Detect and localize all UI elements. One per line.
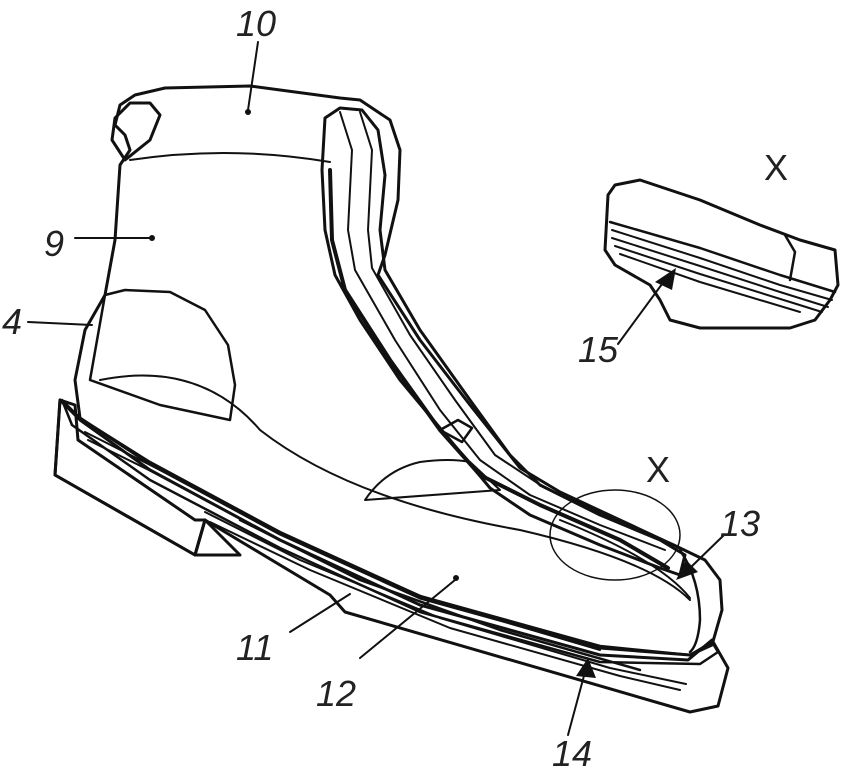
ref-11: 11 — [236, 627, 273, 668]
ref-15: 15 — [578, 329, 619, 370]
leader-lines — [27, 41, 725, 736]
ref-10: 10 — [236, 3, 276, 44]
detail-inset — [603, 178, 840, 330]
detail-marker-x: X — [646, 449, 670, 490]
ref-4: 4 — [2, 301, 22, 342]
ref-14: 14 — [552, 733, 592, 773]
detail-title-x: X — [764, 147, 788, 188]
detail-circle — [549, 489, 681, 581]
boot-upper — [73, 84, 724, 657]
ref-9: 9 — [44, 223, 64, 264]
ref-12: 12 — [316, 673, 356, 714]
ref-13: 13 — [720, 503, 760, 544]
